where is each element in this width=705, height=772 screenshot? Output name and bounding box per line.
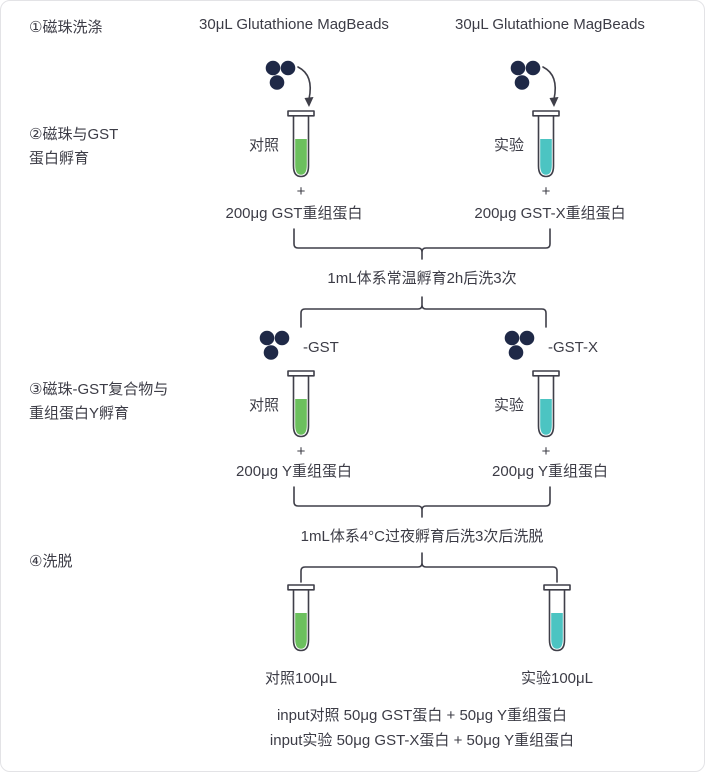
stage1-header-left: 30μL Glutathione MagBeads — [199, 16, 389, 33]
arrow-curve — [542, 66, 557, 100]
tube-rim — [532, 370, 560, 377]
bead-dot — [263, 345, 279, 360]
plus-stage1-left: + — [296, 183, 306, 200]
bead-dot — [269, 75, 285, 90]
tube-liquid-control — [295, 399, 307, 435]
step-2-label-line2: 蛋白孵育 — [29, 150, 90, 167]
arrow-head — [549, 97, 559, 107]
step-3-label-line1: ③磁珠-GST复合物与 — [29, 381, 169, 398]
plus-stage2-left: + — [296, 443, 306, 460]
footer-line1: input对照 50μg GST蛋白 + 50μg Y重组蛋白 — [276, 707, 568, 724]
incubation-2-text: 1mL体系4°C过夜孵育后洗3次后洗脱 — [300, 528, 544, 545]
magbeads-stage2-left-icon — [259, 330, 290, 360]
magbeads-stage2-right-icon — [504, 330, 535, 360]
split-brace-1 — [300, 296, 547, 328]
tube-control-stage3-icon — [287, 584, 315, 652]
tube-liquid-experiment — [540, 139, 552, 175]
tube-liquid-control — [295, 613, 307, 649]
incubation-1-text: 1mL体系常温孵育2h后洗3次 — [327, 270, 517, 287]
tube-experiment-stage1-icon — [532, 110, 560, 178]
bead-dot — [280, 60, 296, 76]
tube-liquid-control — [295, 139, 307, 175]
bead-dot — [519, 330, 535, 346]
control-label-stage1: 对照 — [248, 137, 279, 154]
step-2-label-line1: ②磁珠与GST — [29, 126, 119, 143]
beads-label-stage2-left: -GST — [303, 339, 339, 356]
plus-stage1-right: + — [541, 183, 551, 200]
beads-label-stage2-right: -GST-X — [548, 339, 599, 356]
tube-rim — [287, 110, 315, 117]
tube-control-stage1-icon — [287, 110, 315, 178]
tube-experiment-stage3-icon — [543, 584, 571, 652]
plus-stage2-right: + — [541, 443, 551, 460]
experiment-label-stage1: 实验 — [493, 137, 524, 154]
reagent-stage2-right: 200μg Y重组蛋白 — [492, 463, 608, 480]
experiment-label-stage2: 实验 — [493, 397, 524, 414]
split-brace-2 — [300, 552, 558, 583]
stage1-header-right: 30μL Glutathione MagBeads — [455, 16, 645, 33]
bead-dot — [504, 330, 520, 346]
footer-line2: input实验 50μg GST-X蛋白 + 50μg Y重组蛋白 — [269, 732, 575, 749]
bead-dot — [508, 345, 524, 360]
tube-rim — [543, 584, 571, 591]
tube-experiment-stage2-icon — [532, 370, 560, 438]
arrow-head — [304, 97, 314, 107]
step-3-label-line2: 重组蛋白Y孵育 — [29, 405, 130, 422]
reagent-stage1-left: 200μg GST重组蛋白 — [225, 205, 363, 222]
output-label-control: 对照100μL — [264, 670, 338, 687]
arrow-curve — [297, 66, 312, 100]
magbeads-stage1-left-icon — [265, 60, 296, 90]
bead-dot — [265, 60, 281, 76]
tube-liquid-experiment — [551, 613, 563, 649]
bead-dot — [525, 60, 541, 76]
step-1-label: ①磁珠洗涤 — [29, 19, 103, 36]
step-4-label: ④洗脱 — [29, 553, 73, 570]
merge-brace-2 — [293, 486, 551, 518]
bead-dot — [259, 330, 275, 346]
reagent-stage1-right: 200μg GST-X重组蛋白 — [474, 205, 626, 222]
bead-dot — [510, 60, 526, 76]
bead-dot — [274, 330, 290, 346]
tube-control-stage2-icon — [287, 370, 315, 438]
output-label-experiment: 实验100μL — [520, 670, 594, 687]
reagent-stage2-left: 200μg Y重组蛋白 — [236, 463, 352, 480]
magbeads-stage1-right-icon — [510, 60, 541, 90]
transfer-arrow-stage1-right-icon — [542, 66, 559, 107]
transfer-arrow-stage1-left-icon — [297, 66, 314, 107]
merge-brace-1 — [293, 228, 551, 260]
tube-rim — [287, 370, 315, 377]
tube-rim — [287, 584, 315, 591]
tube-rim — [532, 110, 560, 117]
tube-liquid-experiment — [540, 399, 552, 435]
control-label-stage2: 对照 — [248, 397, 279, 414]
bead-dot — [514, 75, 530, 90]
